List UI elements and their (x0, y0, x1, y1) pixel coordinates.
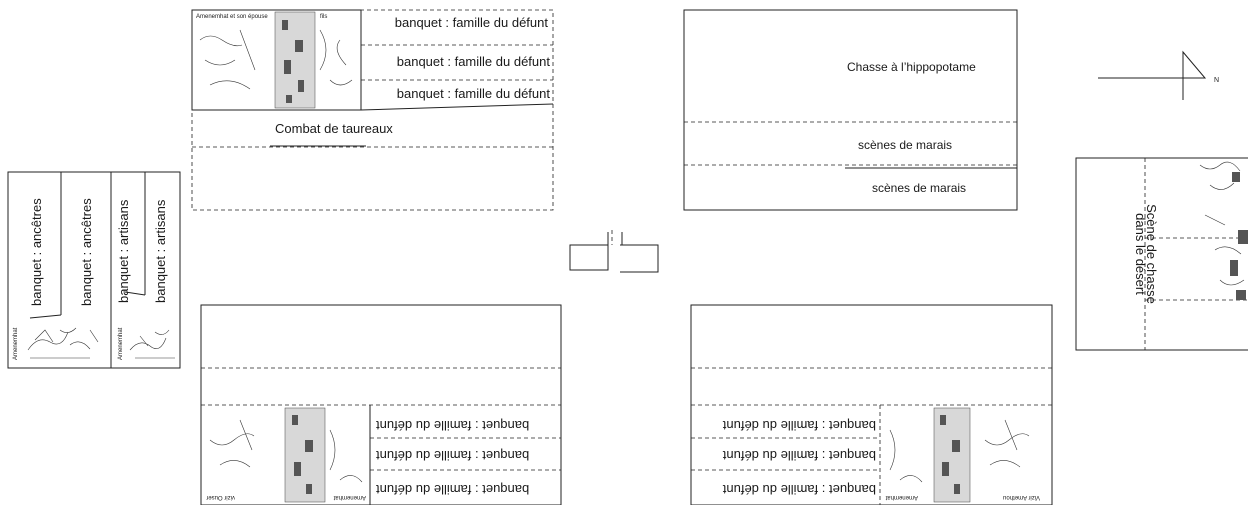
caption-amenemhat-spouse: Amenemhat et son épouse (196, 14, 268, 20)
banquet-scene-image (199, 11, 353, 109)
doorway-plan (569, 230, 659, 273)
left-wall: banquet : ancêtres banquet : ancêtres ba… (7, 171, 181, 369)
hippopotamus-hunt-label: Chasse à l’hippopotame (847, 60, 976, 74)
right-wall: Scène de chasse dans le désert (1075, 157, 1248, 351)
banquet-family-label-lower-left-3: banquet : famille du défunt (376, 482, 530, 497)
banquet-family-label-lower-left-1: banquet : famille du défunt (376, 418, 530, 433)
lower-left-wall: banquet : famille du défunt banquet : fa… (200, 304, 562, 505)
desert-hunt-image (1199, 161, 1248, 300)
caption-vizier-ouser: vizir Ouser (206, 494, 235, 500)
banquet-family-label-lower-right-1: banquet : famille du défunt (722, 418, 876, 433)
banquet-scene-image-lower-right (889, 407, 1030, 503)
banquet-family-label-lower-right-2: banquet : famille du défunt (722, 448, 876, 463)
banquet-family-label-lower-left-2: banquet : famille du défunt (376, 448, 530, 463)
artisans-banquet-label-1: banquet : artisans (116, 199, 131, 303)
desert-hunt-label-line1: Scène de chasse (1144, 204, 1159, 304)
ancestors-banquet-label-2: banquet : ancêtres (79, 198, 94, 306)
caption-amenemhat-lower-right: Amenemhat (885, 494, 918, 500)
banquet-family-label-3: banquet : famille du défunt (397, 86, 551, 101)
artisans-banquet-label-2: banquet : artisans (153, 199, 168, 303)
caption-amenemhat-left-1: Amenemhat (13, 327, 19, 360)
north-arrow: N (1098, 50, 1219, 100)
banquet-family-label-lower-right-3: banquet : famille du défunt (722, 482, 876, 497)
ancestors-banquet-image (27, 327, 99, 359)
artisans-banquet-image (129, 329, 175, 359)
north-label: N (1214, 77, 1219, 84)
banquet-family-label-1: banquet : famille du défunt (395, 15, 549, 30)
caption-son: fils (320, 14, 327, 20)
lower-right-wall: banquet : famille du défunt banquet : fa… (690, 304, 1053, 505)
banquet-scene-image-lower-left (209, 407, 363, 503)
marsh-scene-label-1: scènes de marais (858, 138, 952, 152)
ancestors-banquet-label-1: banquet : ancêtres (29, 198, 44, 306)
bull-fight-label: Combat de taureaux (275, 121, 393, 136)
marsh-scene-label-2: scènes de marais (872, 181, 966, 195)
caption-amenemhat-left-2: Amenemhat (118, 327, 124, 360)
caption-vizier-amethou: Vizir Amethou (1003, 494, 1040, 500)
banquet-family-label-2: banquet : famille du défunt (397, 54, 551, 69)
desert-hunt-label-line2: dans le désert (1133, 213, 1148, 295)
caption-amenemhat-lower-left: Amenemhat (333, 494, 366, 500)
upper-right-wall: Chasse à l’hippopotame scènes de marais … (683, 9, 1018, 211)
upper-left-wall: Amenemhat et son épouse fils banquet : f… (191, 9, 554, 211)
